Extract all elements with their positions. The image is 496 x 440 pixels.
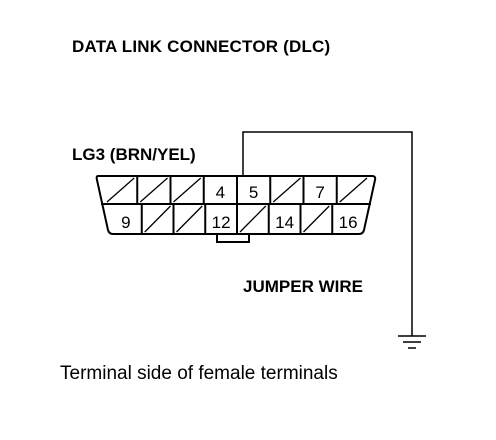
terminal-number: 16 [339,213,358,232]
empty-cavity-hatch [106,177,135,203]
bottom-row-cells: 9 12 14 16 [121,204,358,234]
wire-color-label: LG3 (BRN/YEL) [72,145,196,164]
terminal-number: 12 [212,213,231,232]
jumper-wire [242,131,413,336]
terminal-number: 5 [249,183,258,202]
ground-symbol [398,335,426,349]
diagram-title: DATA LINK CONNECTOR (DLC) [72,37,331,56]
empty-cavity-hatch [239,205,267,233]
empty-cavity-hatch [173,177,202,203]
top-row-cells: 4 5 7 [106,176,368,204]
terminal-number: 9 [121,213,130,232]
terminal-number: 14 [275,213,294,232]
connector-outline [95,175,377,235]
empty-cavity-hatch [139,177,168,203]
jumper-wire-label: JUMPER WIRE [243,277,363,296]
empty-cavity-hatch [272,177,301,203]
caption: Terminal side of female terminals [60,363,338,384]
empty-cavity-hatch [303,205,330,233]
empty-cavity-hatch [176,205,203,233]
terminal-number: 7 [315,183,324,202]
terminal-number: 4 [216,183,225,202]
empty-cavity-hatch [144,205,171,233]
empty-cavity-hatch [339,177,368,203]
locking-tab [216,234,250,243]
